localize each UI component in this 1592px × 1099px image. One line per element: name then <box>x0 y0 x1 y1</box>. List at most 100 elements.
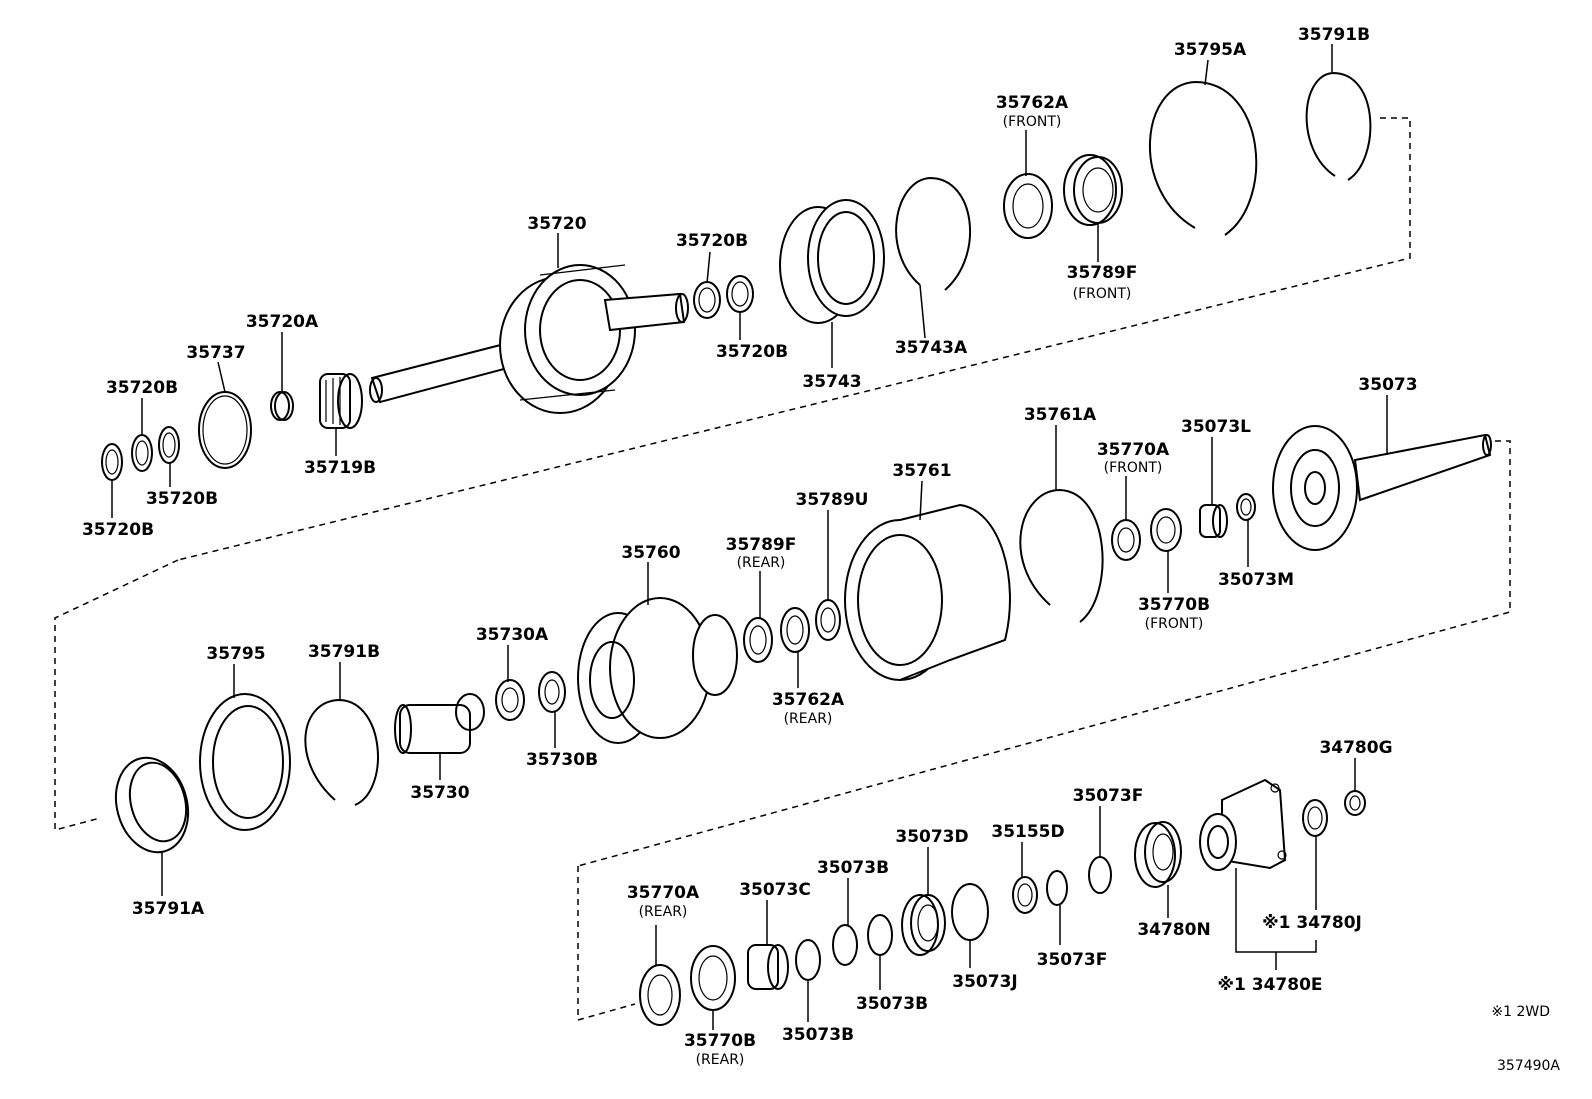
label-35770A-front: 35770A <box>1097 440 1170 460</box>
part-35073-output-shaft <box>1272 425 1492 551</box>
label-35720B-c: 35720B <box>106 378 178 398</box>
part-34780N-seal <box>1134 821 1182 888</box>
part-35789F-front-bearing <box>1063 154 1123 226</box>
part-35770B-front-bearing <box>1150 508 1182 552</box>
label-rear-3: (REAR) <box>639 904 688 920</box>
part-35720B-ring-2 <box>131 434 153 472</box>
label-35789F-front: 35789F <box>1067 263 1138 283</box>
part-35760-planetary-gear <box>577 597 738 744</box>
label-35720A: 35720A <box>246 312 319 332</box>
part-35762A-front-washer <box>1003 173 1053 239</box>
part-35720B-ring-4 <box>693 281 721 319</box>
label-35762A-rear: 35762A <box>772 690 845 710</box>
label-34780N: 34780N <box>1137 920 1210 940</box>
label-35073B-a: 35073B <box>817 858 889 878</box>
part-35737-ring <box>198 391 252 469</box>
label-35789U: 35789U <box>796 490 869 510</box>
label-35155D: 35155D <box>991 822 1064 842</box>
part-35730-shaft <box>394 693 485 754</box>
part-35743-ring-gear <box>779 199 885 324</box>
label-35073: 35073 <box>1358 375 1417 395</box>
part-35770B-rear-bearing <box>690 945 736 1011</box>
part-35791B-snap-ring-top <box>1305 71 1372 181</box>
part-35155D-bearing <box>1012 876 1038 914</box>
label-35743A: 35743A <box>895 338 968 358</box>
part-35743A-snap-ring <box>895 176 972 291</box>
label-34780J: ※1 34780J <box>1262 913 1362 933</box>
label-35795: 35795 <box>206 644 265 664</box>
part-35720B-ring-5 <box>726 275 754 313</box>
label-35720B-d: 35720B <box>146 489 218 509</box>
label-35770A-rear: 35770A <box>627 883 700 903</box>
part-35719B-bearing <box>319 373 363 429</box>
part-35073D-bearing <box>901 894 946 956</box>
part-34780J-washer <box>1302 799 1328 837</box>
label-35720B-e: 35720B <box>82 520 154 540</box>
label-35073D: 35073D <box>895 827 968 847</box>
label-34780G: 34780G <box>1319 738 1392 758</box>
label-35791B-mid: 35791B <box>308 642 380 662</box>
assembly-boundary-lines <box>54 117 1511 1021</box>
label-35737: 35737 <box>186 343 245 363</box>
label-35073C: 35073C <box>739 880 811 900</box>
label-front-1: (FRONT) <box>1003 114 1062 130</box>
label-35073F-a: 35073F <box>1073 786 1144 806</box>
part-35762A-rear-bearing <box>780 607 810 653</box>
label-35719B: 35719B <box>304 458 376 478</box>
label-rear-2: (REAR) <box>784 711 833 727</box>
label-35770B-front: 35770B <box>1138 595 1210 615</box>
label-35073B-c: 35073B <box>782 1025 854 1045</box>
label-35730: 35730 <box>410 783 469 803</box>
label-rear-1: (REAR) <box>737 555 786 571</box>
label-35730B: 35730B <box>526 750 598 770</box>
part-labels: 35795A 35791B 35762A (FRONT) 35720 35720… <box>82 25 1560 1074</box>
part-35761-clutch-drum <box>844 503 1011 681</box>
part-35789U-washer <box>815 599 841 641</box>
label-35730A: 35730A <box>476 625 549 645</box>
part-35073C-bearing <box>747 944 789 990</box>
part-34780E-flange <box>1199 778 1287 871</box>
label-35791B-top: 35791B <box>1298 25 1370 45</box>
part-35073M-ring <box>1236 493 1256 521</box>
part-35770A-rear-washer <box>639 964 681 1026</box>
part-35073B-ring-1 <box>795 939 821 981</box>
label-35073L: 35073L <box>1181 417 1251 437</box>
part-35789F-rear-washer <box>743 617 773 663</box>
label-35795A: 35795A <box>1174 40 1247 60</box>
label-35720B-a: 35720B <box>676 231 748 251</box>
label-35743: 35743 <box>802 372 861 392</box>
label-35762A-front: 35762A <box>996 93 1069 113</box>
part-35073J-ring <box>951 883 989 941</box>
label-35791A: 35791A <box>132 899 205 919</box>
part-35720B-ring-3 <box>158 426 180 464</box>
part-35720-planetary-carrier <box>369 264 689 414</box>
label-front-3: (FRONT) <box>1104 460 1163 476</box>
part-35791A-ring <box>114 756 190 854</box>
part-35730B-bearing <box>538 671 566 713</box>
label-35720: 35720 <box>527 214 586 234</box>
part-35073B-ring-3 <box>867 914 893 956</box>
label-rear-4: (REAR) <box>696 1052 745 1068</box>
label-front-4: (FRONT) <box>1145 616 1204 632</box>
label-35073B-b: 35073B <box>856 994 928 1014</box>
part-35720B-ring-1 <box>101 443 123 481</box>
label-front-2: (FRONT) <box>1073 286 1132 302</box>
label-34780E: ※1 34780E <box>1217 975 1322 995</box>
leader-lines <box>111 44 1388 1030</box>
part-35073L-bearing <box>1199 504 1228 538</box>
part-35761A-snap-ring <box>1019 488 1104 623</box>
part-35770A-front-washer <box>1111 519 1141 561</box>
label-35073J: 35073J <box>952 972 1017 992</box>
part-34780G-nut <box>1344 790 1366 816</box>
label-35761A: 35761A <box>1024 405 1097 425</box>
label-35073M: 35073M <box>1218 570 1294 590</box>
part-35795A-snap-ring <box>1149 80 1258 236</box>
label-35760: 35760 <box>621 543 680 563</box>
label-35073F-b: 35073F <box>1037 950 1108 970</box>
part-35073F-ring-2 <box>1088 856 1112 894</box>
part-35720A-bearing <box>270 391 294 421</box>
label-35770B-rear: 35770B <box>684 1031 756 1051</box>
label-35720B-b: 35720B <box>716 342 788 362</box>
